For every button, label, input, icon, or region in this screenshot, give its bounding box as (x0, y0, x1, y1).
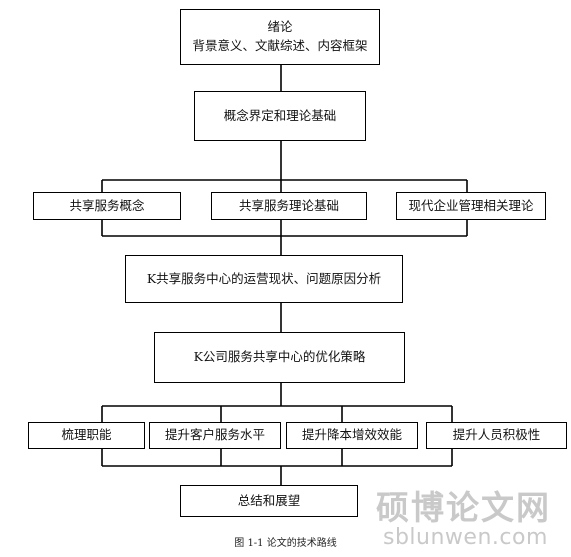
intro-subtitle: 背景意义、文献综述、内容框架 (192, 38, 368, 53)
theory-box-2: 共享服务理论基础 (211, 192, 367, 220)
strategy-box: K公司服务共享中心的优化策略 (154, 332, 405, 383)
theory-label-2: 共享服务理论基础 (238, 197, 339, 213)
analysis-label: K共享服务中心的运营现状、问题原因分析 (146, 270, 382, 286)
theory-label-1: 共享服务概念 (69, 197, 145, 213)
watermark-chinese: 硕博论文网 (376, 488, 551, 527)
measure-label-2: 提升客户服务水平 (164, 427, 265, 443)
summary-box: 总结和展望 (180, 485, 358, 517)
analysis-box: K共享服务中心的运营现状、问题原因分析 (125, 255, 403, 303)
concept-label: 概念界定和理论基础 (223, 107, 337, 123)
measure-box-2: 提升客户服务水平 (149, 422, 281, 449)
strategy-label: K公司服务共享中心的优化策略 (193, 349, 366, 365)
theory-box-3: 现代企业管理相关理论 (396, 192, 546, 220)
measure-box-1: 梳理职能 (28, 422, 145, 449)
figure-caption: 图 1-1 论文的技术路线 (234, 538, 337, 549)
measure-box-4: 提升人员积极性 (426, 422, 567, 449)
summary-label: 总结和展望 (237, 492, 301, 508)
measure-label-3: 提升降本增效效能 (301, 427, 402, 443)
intro-box: 绪论 背景意义、文献综述、内容框架 (180, 9, 380, 65)
theory-box-1: 共享服务概念 (33, 192, 181, 220)
concept-box: 概念界定和理论基础 (194, 91, 366, 141)
watermark-url: sblunwen.com (383, 525, 548, 550)
theory-label-3: 现代企业管理相关理论 (408, 197, 534, 213)
measure-box-3: 提升降本增效效能 (286, 422, 418, 449)
measure-label-1: 梳理职能 (61, 427, 112, 443)
measure-label-4: 提升人员积极性 (452, 427, 541, 443)
intro-title: 绪论 (267, 19, 293, 35)
